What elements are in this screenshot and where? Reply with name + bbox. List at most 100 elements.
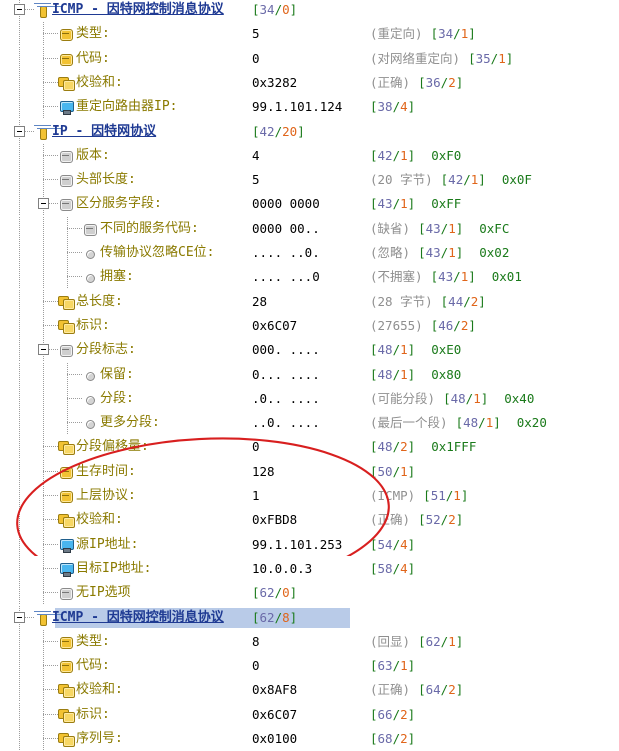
tree-guide-line: [67, 265, 68, 290]
protocol-icon: [34, 610, 52, 626]
tree-row-field[interactable]: 分段:.0.. ....(可能分段)[48/1]0x40: [0, 386, 619, 411]
protocol-name-label: IP - 因特网协议: [52, 123, 157, 139]
bit-mask-hex: 0x0F: [501, 172, 532, 188]
tree-row-field[interactable]: 重定向路由器IP:99.1.101.124[38/4]: [0, 95, 619, 120]
byte-range: [: [370, 342, 378, 358]
gray-ball-icon: [82, 246, 98, 260]
field-name-label: 保留:: [100, 366, 134, 382]
tree-guide-line: [19, 338, 20, 363]
byte-length: 4: [400, 560, 408, 576]
tree-row-field[interactable]: 标识:0x6C07[66/2]: [0, 702, 619, 727]
tree-guide-elbow: [43, 203, 58, 205]
byte-offset: 36: [425, 74, 441, 90]
bit-mask-hex: 0x40: [504, 390, 535, 406]
tree-row-field[interactable]: 总长度:28(28 字节)[44/2]: [0, 289, 619, 314]
bit-mask-hex: 0xFC: [479, 220, 510, 236]
byte-length: 1: [485, 415, 494, 431]
tree-row-field[interactable]: 校验和:0xFBD8(正确)[52/2]: [0, 508, 619, 533]
tree-row-field[interactable]: 标识:0x6C07(27655)[46/2]: [0, 313, 619, 338]
byte-length: 2: [448, 74, 456, 90]
gold-stack-icon: [58, 683, 75, 699]
tree-guide-line: [19, 22, 20, 47]
tree-row-protocol[interactable]: IP - 因特网协议 [42/20]: [0, 119, 619, 144]
tree-expander-toggle[interactable]: [38, 198, 49, 210]
byte-offset: 54: [377, 536, 393, 552]
field-value: .0.. ....: [252, 390, 320, 406]
tree-row-field[interactable]: 目标IP地址:10.0.0.3[58/4]: [0, 556, 619, 581]
tree-guide-line: [43, 459, 44, 484]
tree-guide-elbow: [19, 130, 34, 132]
gold-stack-icon: [58, 76, 75, 91]
tree-expander-toggle[interactable]: [14, 125, 25, 137]
tree-row-field[interactable]: 保留:0... ....[48/1]0x80: [0, 362, 619, 387]
tree-expander-toggle[interactable]: [14, 611, 25, 623]
tree-guide-line: [43, 508, 44, 533]
tree-row-field[interactable]: 上层协议:1(ICMP)[51/1]: [0, 484, 619, 508]
byte-offset: 35: [475, 50, 491, 66]
tree-row-field[interactable]: 类型:8(回显)[62/1]: [0, 629, 619, 654]
protocol-icon: [34, 3, 52, 18]
field-meta: (正确)[52/2]: [370, 512, 464, 528]
tree-row-field[interactable]: 代码:0[63/1]: [0, 654, 619, 679]
field-meta: [42/20]: [252, 123, 305, 139]
tree-row-field[interactable]: 更多分段:..0. ....(最后一个段)[48/1]0x20: [0, 411, 619, 436]
field-comment: (不拥塞): [370, 269, 423, 285]
gold-stack-icon: [58, 295, 75, 310]
byte-offset: 43: [377, 196, 393, 212]
gold-chip-icon: [58, 659, 74, 674]
tree-row-protocol[interactable]: ICMP - 因特网控制消息协议[34/0]: [0, 0, 619, 22]
tree-row-field[interactable]: 拥塞:.... ...0(不拥塞)[43/1]0x01: [0, 265, 619, 290]
tree-row-field[interactable]: 类型:5(重定向)[34/1]: [0, 22, 619, 47]
tree-row-field[interactable]: 不同的服务代码:0000 00..(缺省)[43/1]0xFC: [0, 216, 619, 241]
tree-guide-elbow: [43, 567, 58, 569]
tree-row-field[interactable]: 头部长度:5(20 字节)[42/1]0x0F: [0, 168, 619, 193]
tree-row-field[interactable]: 无IP选项[62/0]: [0, 581, 619, 606]
tree-guide-elbow: [43, 33, 58, 35]
tree-row-field[interactable]: 分段偏移量:0[48/2]0x1FFF: [0, 435, 619, 460]
tree-guide-elbow: [67, 276, 82, 278]
tree-row-protocol[interactable]: ICMP - 因特网控制消息协议[62/8]: [0, 605, 619, 630]
field-value: 8: [252, 633, 260, 649]
field-value: 5: [252, 172, 260, 188]
tree-expander-toggle[interactable]: [38, 344, 49, 356]
byte-length: 2: [470, 293, 479, 309]
tree-row-field[interactable]: 生存时间:128[50/1]: [0, 459, 619, 484]
byte-range: [: [370, 731, 378, 746]
tree-guide-line: [19, 386, 20, 411]
gray-ball-icon: [82, 368, 98, 382]
byte-length: 4: [400, 99, 408, 115]
tree-guide-line: [67, 362, 68, 387]
tree-row-field[interactable]: 序列号:0x0100[68/2]: [0, 727, 619, 751]
tree-guide-line: [43, 289, 44, 314]
tree-row-field[interactable]: 传输协议忽略CE位:.... ..0.(忽略)[43/1]0x02: [0, 241, 619, 265]
field-name-label: 分段:: [100, 390, 134, 406]
tree-guide-elbow: [67, 227, 82, 229]
protocol-name-label: ICMP - 因特网控制消息协议: [52, 2, 224, 17]
tree-guide-elbow: [43, 106, 58, 108]
tree-guide-line: [19, 629, 20, 654]
tree-row-field[interactable]: 源IP地址:99.1.101.253[54/4]: [0, 532, 619, 557]
tree-guide-line: [43, 362, 44, 387]
tree-row-field[interactable]: 分段标志:000. ....[48/1]0xE0: [0, 338, 619, 363]
tree-row-field[interactable]: 区分服务字段:0000 0000[43/1]0xFF: [0, 192, 619, 217]
tree-guide-elbow: [43, 324, 58, 326]
tree-row-field[interactable]: 版本:4[42/1]0xF0: [0, 143, 619, 168]
tree-guide-elbow: [43, 57, 58, 59]
tree-expander-toggle[interactable]: [14, 4, 25, 15]
field-name-label: 标识:: [76, 317, 110, 333]
tree-row-field[interactable]: 代码:0(对网络重定向)[35/1]: [0, 46, 619, 71]
tree-guide-line: [43, 581, 44, 606]
field-name-label: 生存时间:: [76, 463, 136, 479]
byte-offset: 44: [448, 293, 464, 309]
byte-length: 0: [282, 2, 290, 17]
byte-length: 1: [400, 463, 408, 479]
byte-length: 8: [282, 609, 290, 625]
field-meta: (忽略)[43/1]0x02: [370, 245, 510, 260]
field-meta: (对网络重定向)[35/1]: [370, 50, 514, 66]
tree-guide-elbow: [43, 738, 58, 739]
tree-row-field[interactable]: 校验和:0x3282(正确)[36/2]: [0, 70, 619, 95]
gold-chip-icon: [58, 27, 74, 42]
tree-guide-elbow: [43, 154, 58, 156]
tree-row-field[interactable]: 校验和:0x8AF8(正确)[64/2]: [0, 678, 619, 703]
